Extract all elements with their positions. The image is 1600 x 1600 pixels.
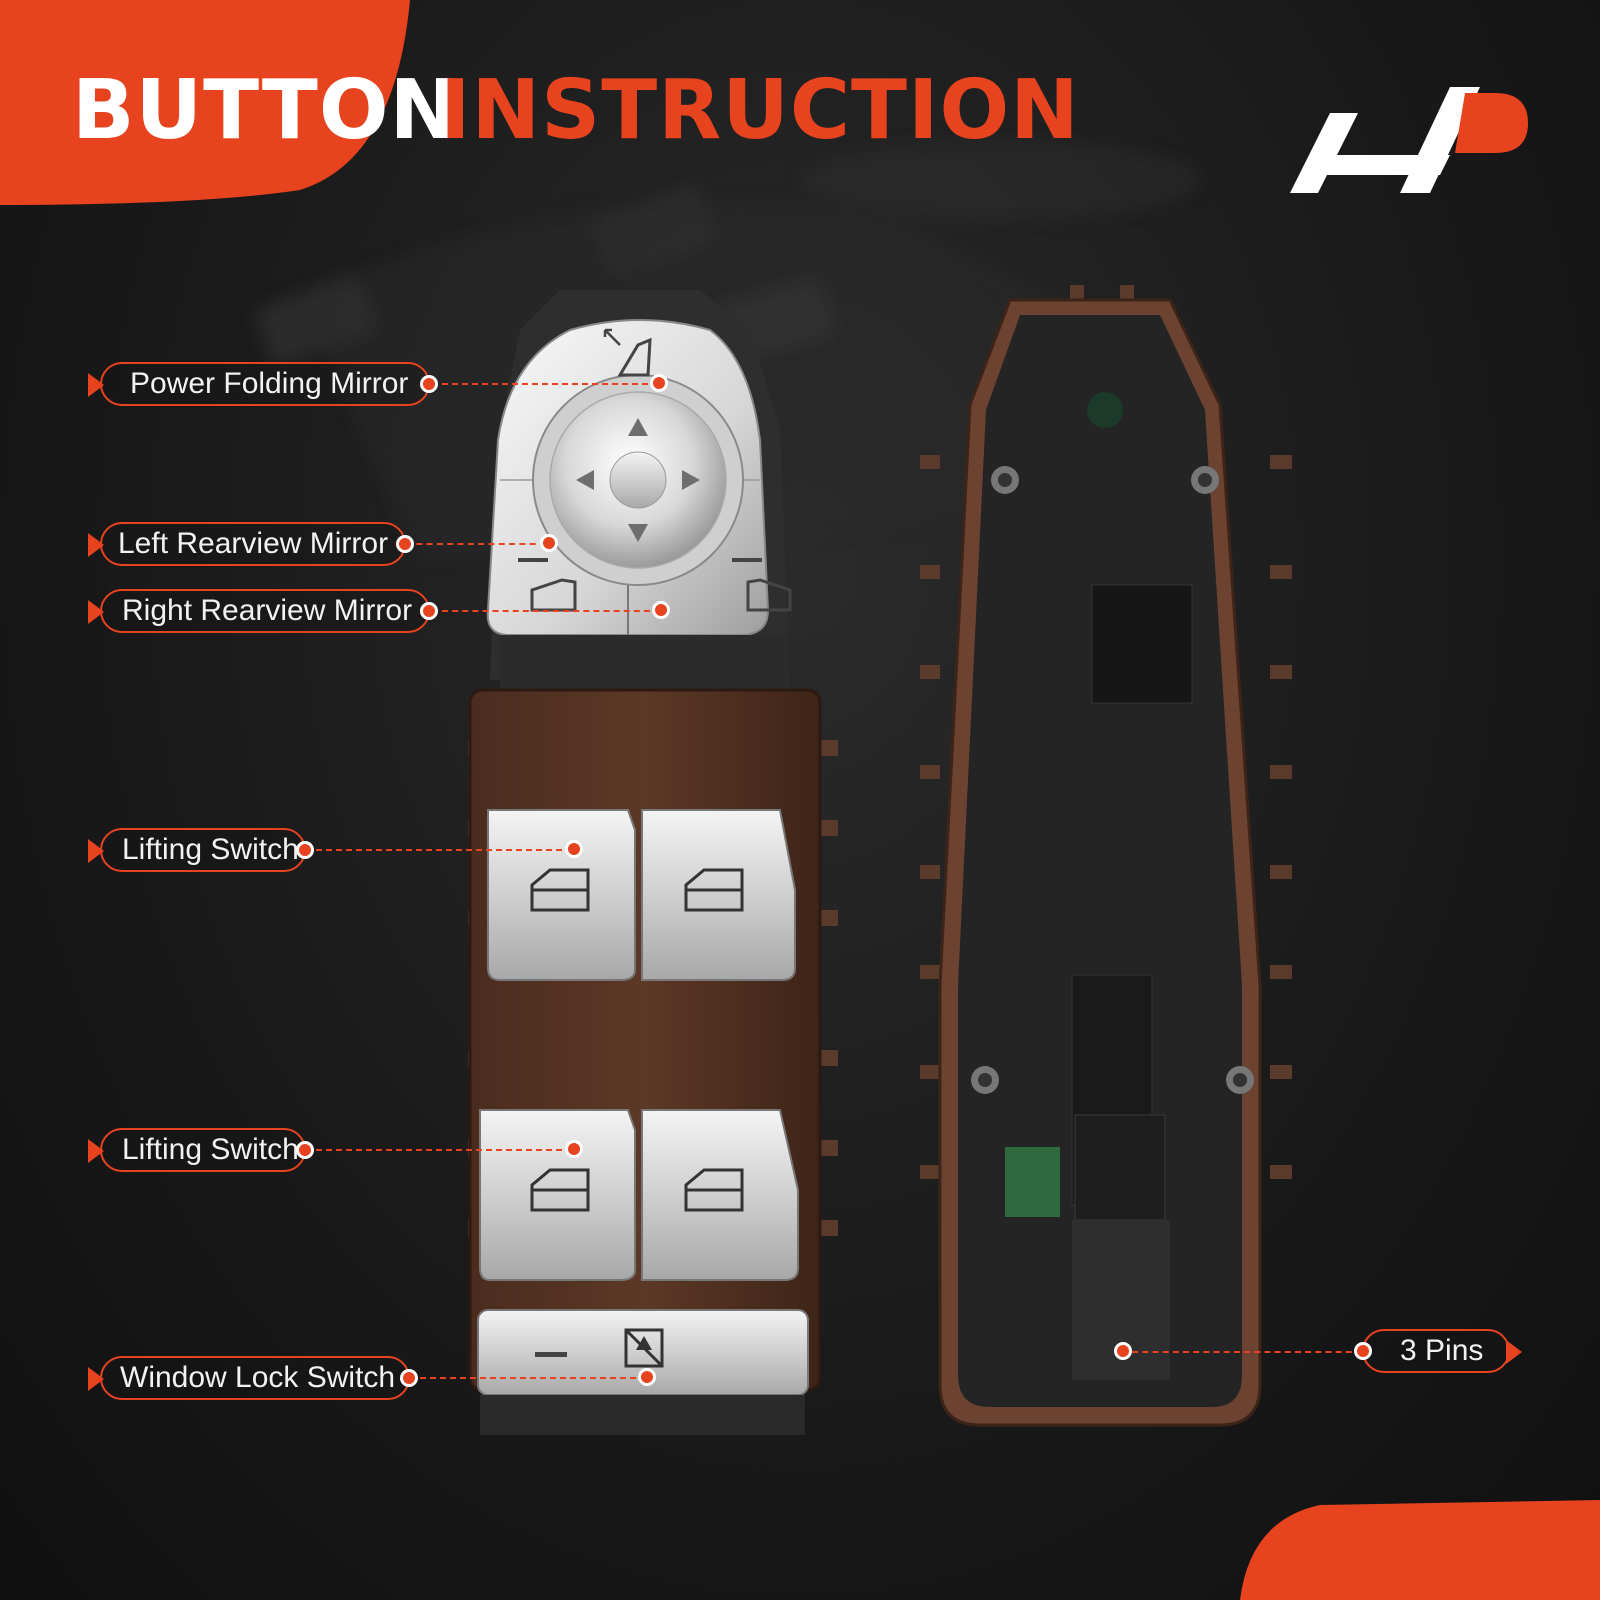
title-word-instruction: INSTRUCTION [440, 63, 1080, 158]
callout-3-pins: 3 Pins [1354, 1329, 1522, 1373]
leader-3-pins [1122, 1351, 1362, 1353]
corner-accent-top [0, 0, 410, 205]
corner-accent-bottom [1240, 1500, 1600, 1600]
callout-label: Lifting Switch [122, 833, 299, 866]
callout-label: Right Rearview Mirror [122, 594, 413, 627]
callout-label: 3 Pins [1400, 1334, 1484, 1367]
callout-right-rearview-mirror: Right Rearview Mirror [88, 589, 438, 633]
switch-panel-back [920, 285, 1292, 1427]
leader-right-rearview-mirror [432, 610, 660, 612]
marker-3-pins [1114, 1342, 1132, 1360]
page-title: BUTTON INSTRUCTION [0, 0, 1600, 240]
marker-window-lock-switch [638, 1368, 656, 1386]
marker-power-folding-mirror [650, 374, 668, 392]
callout-power-folding-mirror: Power Folding Mirror [88, 362, 438, 406]
leader-lifting-switch-1 [306, 849, 572, 851]
leader-power-folding-mirror [432, 383, 658, 385]
callout-label: Power Folding Mirror [130, 367, 409, 400]
marker-lifting-switch-1 [565, 840, 583, 858]
marker-left-rearview-mirror [540, 534, 558, 552]
leader-window-lock-switch [410, 1377, 646, 1379]
marker-lifting-switch-2 [565, 1140, 583, 1158]
callout-left-rearview-mirror: Left Rearview Mirror [88, 522, 414, 566]
callout-label: Lifting Switch [122, 1133, 299, 1166]
leader-left-rearview-mirror [406, 543, 546, 545]
ap-logo-icon [1290, 87, 1528, 193]
leader-lifting-switch-2 [306, 1149, 572, 1151]
callout-window-lock-switch: Window Lock Switch [88, 1356, 418, 1400]
callout-label: Window Lock Switch [120, 1361, 396, 1394]
switch-panel-front [468, 290, 838, 1435]
callout-lifting-switch-2: Lifting Switch [88, 1128, 314, 1172]
callout-label: Left Rearview Mirror [118, 527, 389, 560]
callout-lifting-switch-1: Lifting Switch [88, 828, 314, 872]
marker-right-rearview-mirror [652, 601, 670, 619]
title-word-button: BUTTON [72, 63, 460, 158]
